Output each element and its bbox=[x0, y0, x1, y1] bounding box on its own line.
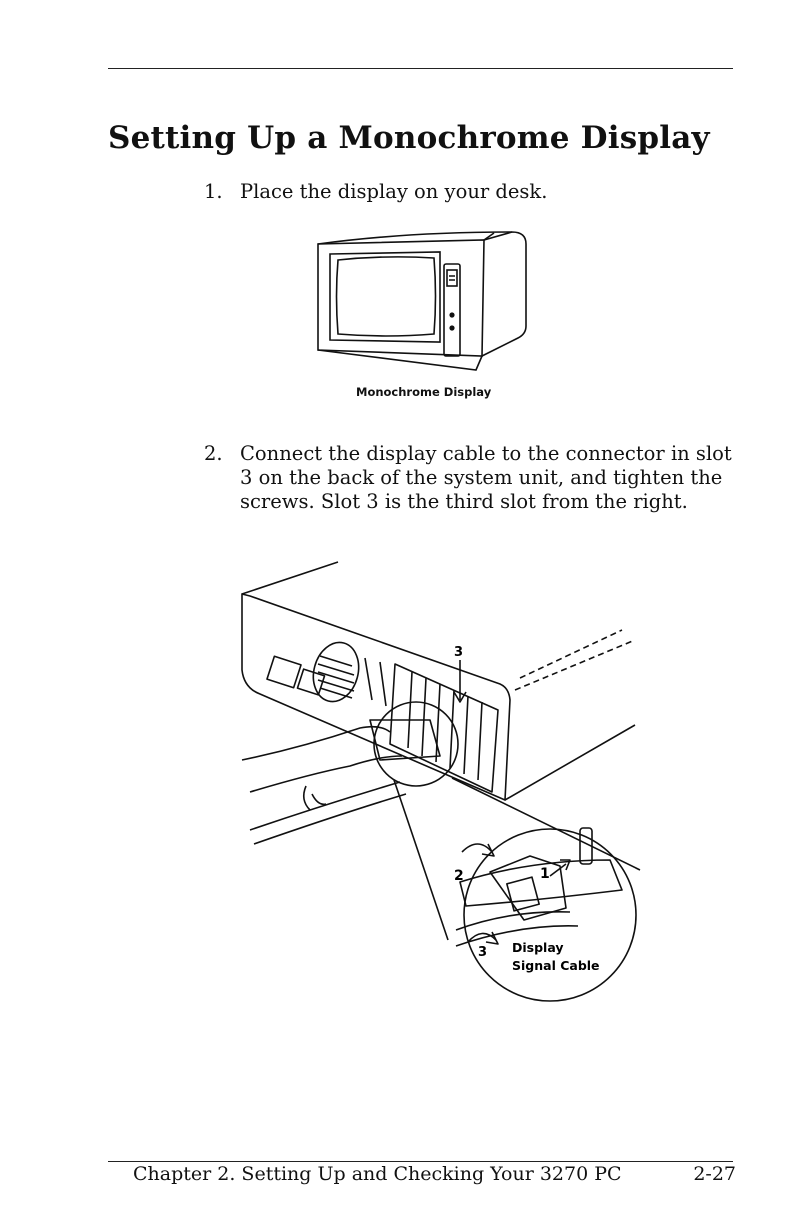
monochrome-display-illustration bbox=[317, 231, 527, 371]
step-number: 1. bbox=[204, 180, 223, 203]
footer-page-number: 2-27 bbox=[693, 1163, 736, 1185]
step-text: Place the display on your desk. bbox=[240, 180, 548, 203]
slot-3-label: 3 bbox=[454, 645, 463, 660]
top-rule bbox=[108, 68, 733, 69]
step-text: Connect the display cable to the connect… bbox=[240, 442, 732, 513]
footer-rule bbox=[108, 1161, 733, 1162]
page-title: Setting Up a Monochrome Display bbox=[108, 120, 710, 156]
footer-chapter: Chapter 2. Setting Up and Checking Your … bbox=[133, 1163, 622, 1185]
signal-cable-label: Signal Cable bbox=[512, 958, 600, 973]
display-cable-label: Display bbox=[512, 940, 564, 955]
callout-1: 1 bbox=[540, 866, 550, 882]
callout-3: 3 bbox=[478, 945, 487, 960]
system-unit-connection-illustration: 3 2 1 3 Display Signal Cable bbox=[241, 561, 641, 1002]
step-number: 2. bbox=[204, 442, 223, 465]
callout-2: 2 bbox=[454, 868, 464, 884]
figure-caption-monochrome-display: Monochrome Display bbox=[356, 385, 492, 399]
